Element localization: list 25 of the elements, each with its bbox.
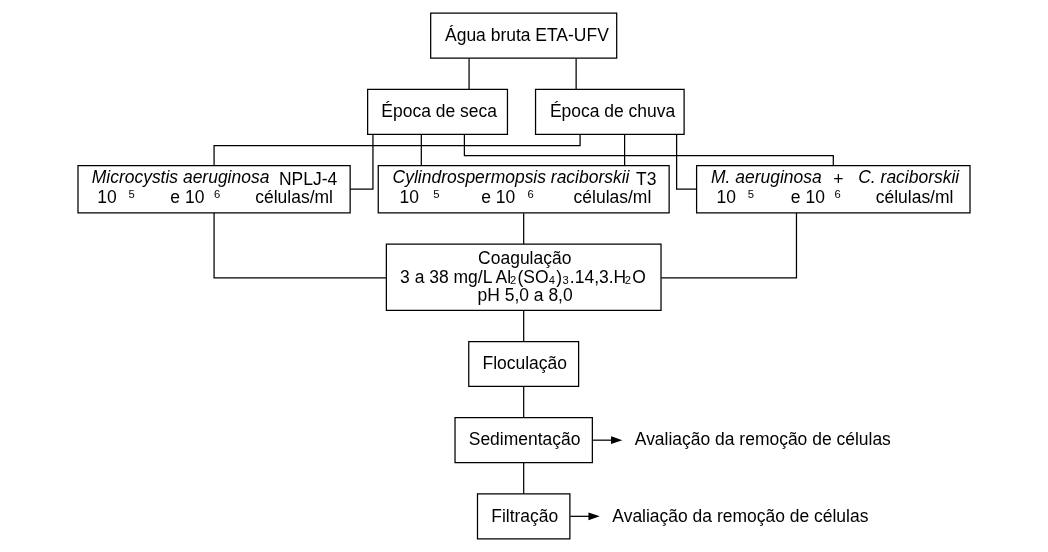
node-box: Floculação [468, 340, 580, 388]
connector [523, 462, 525, 495]
connector [213, 212, 387, 279]
node-box: Época de seca [367, 88, 509, 135]
node-text: Avaliação da remoção de células [612, 505, 869, 526]
connector [468, 57, 470, 90]
connector [575, 57, 577, 90]
node-box: Época de chuva [534, 88, 685, 135]
connector [523, 212, 525, 245]
node-box: Água bruta ETA-UFV [430, 12, 618, 59]
node-text: Avaliação da remoção de células [634, 429, 891, 450]
connector [420, 134, 422, 166]
node-box: Filtração [476, 493, 571, 540]
node-box: Sedimentação [454, 417, 593, 464]
connector [623, 134, 626, 166]
connector [523, 309, 525, 343]
arrow [591, 436, 623, 445]
node-box: Coagulação 3 a 38 mg/L Al2(SO4)3.14,3.H2O pH 5,0 a 8,0 [385, 243, 662, 311]
connector [349, 134, 374, 190]
connector [213, 133, 581, 166]
connector [463, 134, 834, 167]
connector [660, 212, 798, 279]
arrow [569, 512, 600, 521]
connector [523, 386, 525, 418]
connector [676, 134, 698, 190]
